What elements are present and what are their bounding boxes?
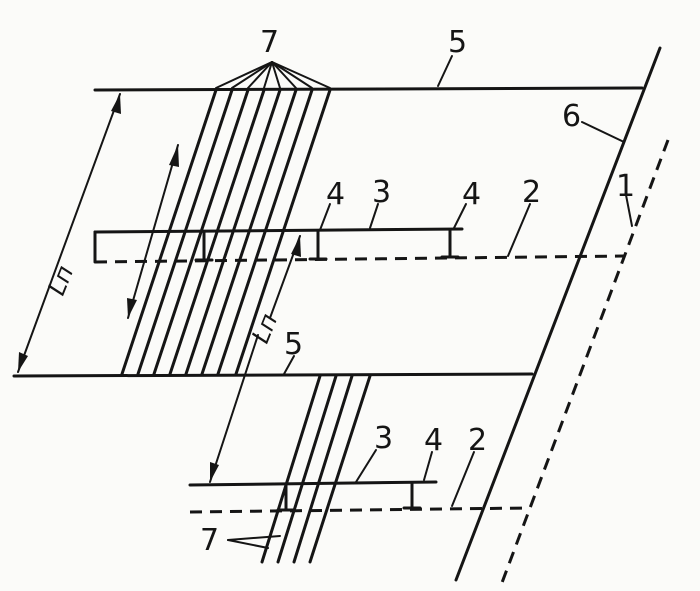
dimension-arrow-top — [111, 94, 121, 114]
label-4a: 4 — [326, 177, 345, 212]
label-ln-mid: Lп — [246, 310, 283, 347]
label-5-top: 5 — [448, 25, 467, 60]
leader-3-bottom — [355, 449, 377, 483]
upper-strips-7 — [120, 88, 332, 376]
advance-direction-arrow — [127, 144, 179, 319]
label-7-top: 7 — [260, 25, 279, 60]
leader-5-top — [437, 55, 453, 87]
leader-1 — [625, 194, 633, 227]
label-2-top: 2 — [522, 175, 541, 210]
middle-level-line-5 — [12, 372, 534, 378]
diagonal-line-6 — [454, 46, 662, 582]
leader-2-top — [507, 203, 531, 257]
leader-4a — [319, 203, 331, 231]
lower-strips-7 — [260, 374, 372, 564]
label-2-bottom: 2 — [468, 423, 487, 458]
lower-drift-3 — [188, 480, 438, 487]
dimension-line-lower — [209, 334, 259, 483]
label-ln-left: Lп — [42, 262, 79, 299]
label-7-bottom: 7 — [200, 523, 219, 558]
label-4b: 4 — [462, 177, 481, 212]
label-3-top: 3 — [372, 175, 391, 210]
leader-2-bottom — [451, 451, 475, 507]
lower-drift-2-dashed — [189, 506, 529, 514]
label-5-mid: 5 — [284, 327, 303, 362]
top-label-7-leaders — [215, 61, 331, 89]
leader-4b — [453, 203, 467, 229]
label-3-bottom: 3 — [374, 421, 393, 456]
top-level-line-5 — [93, 86, 644, 92]
leader-5-mid — [283, 355, 295, 375]
label-4-bottom: 4 — [424, 423, 443, 458]
dimension-line-ln-left — [17, 93, 121, 373]
dimension-arrow-bottom — [18, 352, 28, 372]
leader-3-top — [369, 203, 379, 229]
leader-4-bottom — [423, 451, 433, 481]
leader-6 — [581, 121, 625, 143]
upper-drift-2-dashed — [94, 254, 625, 264]
label-6: 6 — [562, 99, 581, 134]
upper-drift-3 — [93, 227, 464, 234]
bottom-label-7-leaders — [227, 535, 281, 549]
label-1: 1 — [616, 169, 635, 204]
